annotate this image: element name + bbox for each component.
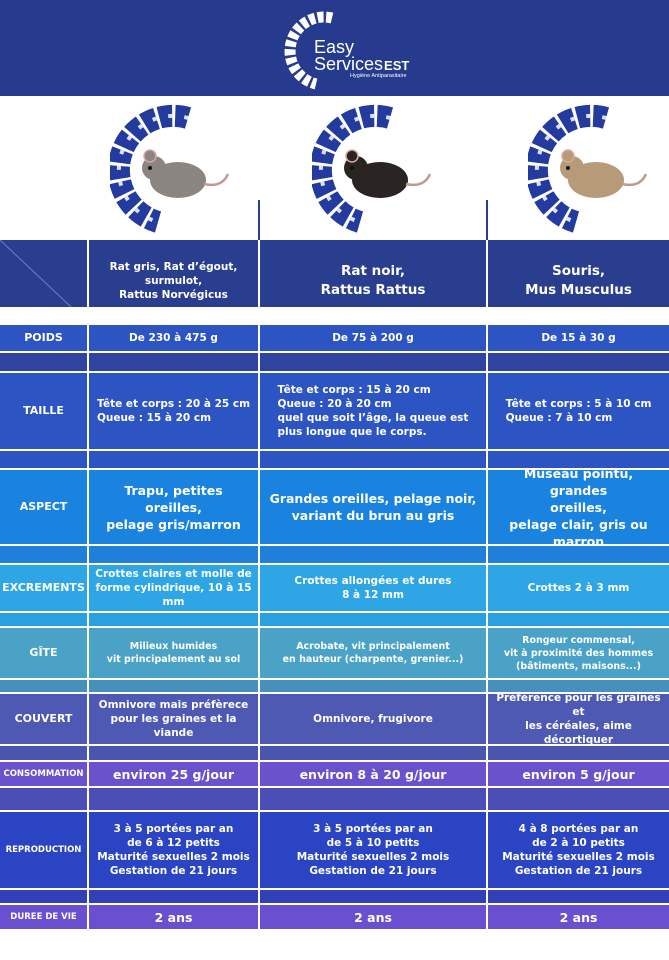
row-spacer	[260, 890, 486, 903]
row-spacer	[260, 307, 486, 323]
row-spacer	[89, 451, 258, 468]
row-label-consommation: CONSOMMATION	[0, 762, 87, 786]
row-spacer	[89, 353, 258, 371]
cell-duree-de-vie-2: 2 ans	[260, 905, 486, 929]
row-label-excrements: EXCREMENTS	[0, 565, 87, 611]
cell-poids-1: De 230 à 475 g	[89, 325, 258, 351]
row-spacer	[89, 546, 258, 563]
brand-tagline: Hygiène Antiparasitaire	[350, 73, 407, 79]
row-spacer	[488, 788, 669, 810]
logo-ring-icon	[284, 11, 334, 90]
row-spacer	[260, 613, 486, 626]
header-banner: Easy ServicesEST Hygiène Antiparasitaire	[0, 0, 669, 96]
row-spacer	[89, 680, 258, 692]
cell-couvert-2: Omnivore, frugivore	[260, 694, 486, 744]
row-spacer	[488, 746, 669, 760]
brand-line2: ServicesEST	[314, 55, 409, 75]
cell-aspect-3: Museau pointu, grandes oreilles, pelage …	[488, 466, 669, 549]
row-spacer	[0, 546, 87, 563]
cell-aspect-1: Trapu, petites oreilles, pelage gris/mar…	[89, 470, 258, 544]
row-spacer	[0, 613, 87, 626]
row-spacer	[260, 788, 486, 810]
row-spacer	[0, 788, 87, 810]
row-label-couvert: COUVERT	[0, 694, 87, 744]
cell-consommation-3: environ 5 g/jour	[488, 762, 669, 786]
cell-gîte-2: Acrobate, vit principalement en hauteur …	[260, 628, 486, 678]
cell-taille-1: Tête et corps : 20 à 25 cm Queue : 15 à …	[89, 373, 258, 449]
cell-taille-3: Tête et corps : 5 à 10 cm Queue : 7 à 10…	[488, 373, 669, 449]
rat-gris-icon	[107, 104, 230, 234]
row-spacer	[488, 890, 669, 903]
row-spacer	[0, 451, 87, 468]
cell-couvert-3: Préférence pour les graines et les céréa…	[488, 692, 669, 746]
cell-gîte-1: Milieux humides vit principalement au so…	[89, 628, 258, 678]
row-spacer	[488, 353, 669, 371]
row-label-taille: TAILLE	[0, 373, 87, 449]
row-spacer	[488, 546, 669, 563]
cell-duree-de-vie-1: 2 ans	[89, 905, 258, 929]
row-spacer	[0, 307, 87, 323]
row-spacer	[0, 746, 87, 760]
brand-line2-suffix: EST	[384, 58, 410, 73]
brand-logo: Easy ServicesEST Hygiène Antiparasitaire	[284, 10, 414, 90]
row-spacer	[488, 451, 669, 468]
column-divider	[486, 200, 488, 240]
row-spacer	[260, 353, 486, 371]
row-spacer	[260, 451, 486, 468]
row-label-duree-de-vie: DUREE DE VIE	[0, 905, 87, 929]
row-spacer	[0, 680, 87, 692]
row-spacer	[89, 788, 258, 810]
cell-aspect-2: Grandes oreilles, pelage noir, variant d…	[260, 470, 486, 544]
row-label-poids: POIDS	[0, 325, 87, 351]
cell-excrements-1: Crottes claires et molle de forme cylind…	[89, 565, 258, 611]
row-spacer	[0, 353, 87, 371]
brand-line2-text: Services	[314, 54, 384, 74]
cell-duree-de-vie-3: 2 ans	[488, 905, 669, 929]
row-spacer	[260, 546, 486, 563]
row-spacer	[89, 890, 258, 903]
cell-excrements-3: Crottes 2 à 3 mm	[488, 565, 669, 611]
row-spacer	[260, 680, 486, 692]
cell-reproduction-3: 4 à 8 portées par an de 2 à 10 petits Ma…	[488, 812, 669, 888]
row-label-gîte: GÎTE	[0, 628, 87, 678]
cell-poids-2: De 75 à 200 g	[260, 325, 486, 351]
cell-couvert-1: Omnivore mais préfèrece pour les graines…	[89, 694, 258, 744]
cell-excrements-2: Crottes allongées et dures 8 à 12 mm	[260, 565, 486, 611]
souris-icon	[525, 104, 648, 234]
cell-reproduction-1: 3 à 5 portées par an de 6 à 12 petits Ma…	[89, 812, 258, 888]
rat-noir-icon	[309, 104, 432, 234]
cell-reproduction-2: 3 à 5 portées par an de 5 à 10 petits Ma…	[260, 812, 486, 888]
cell-gîte-3: Rongeur commensal, vit à proximité des h…	[488, 628, 669, 678]
brand-line1: Easy	[314, 37, 355, 57]
row-spacer	[89, 746, 258, 760]
cell-consommation-1: environ 25 g/jour	[89, 762, 258, 786]
row-spacer	[488, 680, 669, 692]
cell-consommation-2: environ 8 à 20 g/jour	[260, 762, 486, 786]
row-label-reproduction: REPRODUCTION	[0, 812, 87, 888]
row-spacer	[89, 613, 258, 626]
row-spacer	[260, 746, 486, 760]
row-spacer	[488, 613, 669, 626]
cell-poids-3: De 15 à 30 g	[488, 325, 669, 351]
column-divider	[258, 200, 260, 240]
row-label-aspect: ASPECT	[0, 470, 87, 544]
row-spacer	[488, 307, 669, 323]
row-spacer	[89, 307, 258, 323]
cell-taille-2: Tête et corps : 15 à 20 cm Queue : 20 à …	[260, 373, 486, 449]
row-spacer	[0, 890, 87, 903]
